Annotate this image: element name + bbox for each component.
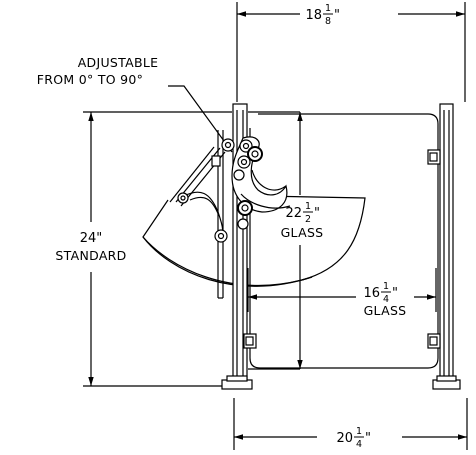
adjustable-label-line1: ADJUSTABLE — [78, 55, 159, 70]
glass-width-unit: " — [392, 286, 398, 301]
bottom-width-whole: 20 — [336, 431, 353, 446]
adjustable-pivot-bracket — [169, 130, 291, 299]
angled-glass-panel — [142, 195, 366, 287]
height-value: 24" — [80, 231, 103, 246]
glass-height-note: GLASS — [281, 225, 324, 240]
glass-height-den: 2 — [305, 214, 311, 225]
height-note: STANDARD — [55, 248, 126, 263]
bottom-width-unit: " — [365, 431, 371, 446]
glass-width-note: GLASS — [364, 303, 407, 318]
glass-height-num: 1 — [305, 201, 311, 212]
right-post — [432, 103, 461, 390]
dimension-lines — [88, 11, 467, 440]
top-width-den: 8 — [325, 16, 331, 27]
glass-width-whole: 16 — [363, 286, 380, 301]
left-post-lower-clamp — [243, 333, 257, 349]
extension-lines — [83, 2, 468, 450]
top-width-num: 1 — [325, 3, 331, 14]
adjustable-label-line2: FROM 0° TO 90° — [37, 72, 143, 87]
bottom-width-num: 1 — [356, 426, 362, 437]
right-post-clamps — [427, 149, 441, 349]
glass-height-whole: 22 — [285, 206, 302, 221]
glass-width-num: 1 — [383, 281, 389, 292]
top-width-whole: 18 — [305, 8, 322, 23]
glass-width-den: 4 — [383, 294, 389, 305]
adjustable-leader — [168, 85, 233, 153]
top-width-unit: " — [334, 8, 340, 23]
bottom-width-den: 4 — [356, 439, 362, 450]
vertical-glass-panel — [249, 113, 439, 369]
glass-height-unit: " — [314, 206, 320, 221]
labels: ADJUSTABLE FROM 0° TO 90° 24" STANDARD 1… — [37, 3, 407, 450]
